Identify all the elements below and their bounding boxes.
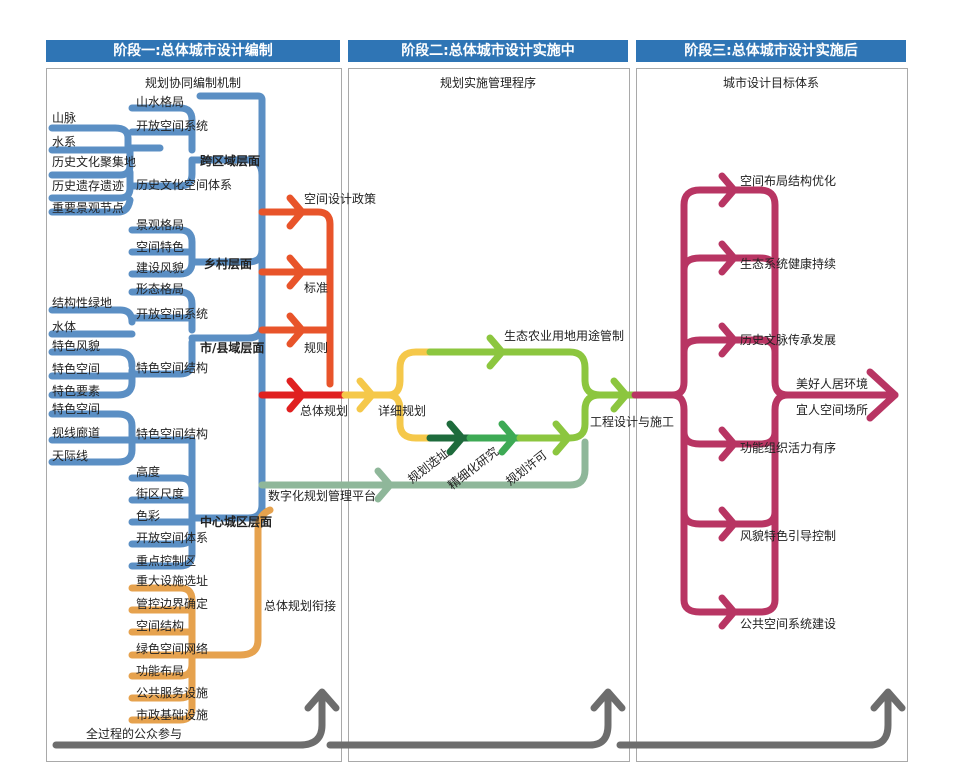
goal-label: 公共空间系统建设 (740, 617, 836, 631)
input-label: 重要景观节点 (52, 201, 124, 215)
mid-element-labels: 山水格局 开放空间系统 历史文化空间体系 景观格局 空间特色 建设风貌 形态格局… (136, 94, 232, 722)
goal-label: 功能组织活力有序 (740, 440, 836, 455)
output-label: 标准 (304, 281, 328, 295)
element-label: 高度 (136, 464, 160, 479)
element-label: 街区尺度 (136, 486, 184, 501)
output-arrows (258, 194, 349, 413)
element-label: 开放空间体系 (136, 530, 208, 545)
input-label: 历史文化聚集地 (52, 154, 136, 169)
element-label: 特色空间结构 (136, 360, 208, 375)
coordination-label: 总体规划衔接 (264, 598, 336, 613)
participation-label: 全过程的公众参与 (86, 726, 182, 741)
level-label: 跨区域层面 (200, 153, 260, 168)
engineering-label: 工程设计与施工 (590, 414, 674, 429)
final-label: 美好人居环境 (796, 376, 868, 391)
element-label: 历史文化空间体系 (136, 177, 232, 192)
element-label: 色彩 (136, 509, 160, 523)
input-label: 特色空间 (52, 361, 100, 376)
output-label: 规则 (304, 340, 328, 355)
level-labels: 跨区域层面 乡村层面 市/县域层面 中心城区层面 (200, 153, 272, 529)
input-label: 特色要素 (52, 383, 100, 398)
element-label: 特色空间结构 (136, 426, 208, 441)
public-participation-arrow (52, 688, 906, 749)
level-label: 乡村层面 (204, 256, 252, 271)
input-label: 特色风貌 (52, 338, 100, 353)
detail-plan-label: 详细规划 (378, 403, 426, 418)
level-label: 市/县域层面 (200, 340, 264, 355)
element-label: 空间结构 (136, 618, 184, 633)
digital-platform-label: 数字化规划管理平台 (268, 488, 376, 503)
tan-branch-tree (128, 506, 274, 724)
input-label: 山脉 (52, 110, 76, 125)
stage-3-header: 阶段三:总体城市设计实施后 (636, 40, 906, 62)
goal-label: 生态系统健康持续 (740, 256, 836, 271)
element-label: 公共服务设施 (136, 685, 208, 700)
element-label: 功能布局 (136, 664, 184, 678)
output-label: 总体规划 (300, 403, 348, 418)
input-label: 水体 (52, 320, 76, 334)
element-label: 绿色空间网络 (136, 641, 208, 656)
element-label: 管控边界确定 (136, 596, 208, 611)
input-label: 天际线 (52, 449, 88, 463)
stage-3-flows (631, 172, 899, 630)
stage-2-labels: 详细规划 生态农业用地用途管制 工程设计与施工 数字化规划管理平台 总体规划衔接… (264, 328, 674, 613)
input-label: 水系 (52, 135, 76, 149)
goal-label: 历史文脉传承发展 (740, 332, 836, 347)
eco-control-label: 生态农业用地用途管制 (504, 328, 624, 343)
element-label: 市政基础设施 (136, 707, 208, 722)
stage-1-header: 阶段一:总体城市设计编制 (46, 40, 340, 62)
level-label: 中心城区层面 (200, 514, 272, 529)
element-label: 空间特色 (136, 239, 184, 254)
goal-labels: 空间布局结构优化 生态系统健康持续 历史文脉传承发展 功能组织活力有序 风貌特色… (740, 173, 868, 631)
element-label: 重大设施选址 (136, 574, 208, 588)
goal-label: 风貌特色引导控制 (740, 528, 836, 543)
stage-2-header: 阶段二:总体城市设计实施中 (348, 40, 628, 62)
blue-branch-tree (48, 92, 266, 570)
output-labels: 空间设计政策 标准 规则 总体规划 (300, 192, 376, 418)
step-label: 规划选址 (405, 445, 452, 486)
element-label: 开放空间系统 (136, 118, 208, 133)
final-label: 宜人空间场所 (796, 402, 868, 417)
input-label: 历史遗存遗迹 (52, 179, 124, 193)
element-label: 山水格局 (136, 94, 184, 109)
left-input-labels: 山脉 水系 历史文化聚集地 历史遗存遗迹 重要景观节点 结构性绿地 水体 特色风… (52, 110, 136, 463)
stage-3-subtitle: 城市设计目标体系 (722, 76, 819, 90)
input-label: 特色空间 (52, 401, 100, 416)
element-label: 景观格局 (136, 217, 184, 232)
element-label: 形态格局 (136, 281, 184, 296)
input-label: 结构性绿地 (52, 295, 112, 310)
input-label: 视线廊道 (52, 425, 100, 440)
output-label: 空间设计政策 (304, 192, 376, 206)
stage-2-subtitle: 规划实施管理程序 (439, 76, 536, 90)
element-label: 开放空间系统 (136, 306, 208, 321)
element-label: 重点控制区 (136, 554, 196, 568)
goal-label: 空间布局结构优化 (740, 173, 836, 188)
element-label: 建设风貌 (136, 260, 184, 275)
stage-1-subtitle: 规划协同编制机制 (144, 76, 241, 90)
stage-2-flows (258, 334, 639, 503)
